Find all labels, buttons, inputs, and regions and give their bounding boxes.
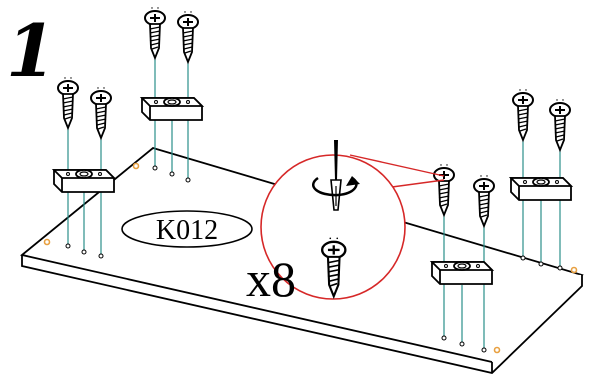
screw-icon — [473, 174, 495, 227]
bracket-block-icon — [431, 261, 493, 285]
guide-hole-marks — [65, 165, 563, 353]
screw-icon — [144, 6, 166, 60]
screw-icon — [549, 98, 571, 151]
screw-icon — [512, 88, 534, 141]
screw-icon — [90, 86, 112, 139]
bracket-block-icon — [141, 97, 203, 121]
screw-icon — [177, 10, 199, 64]
screw-quantity: x8 — [246, 251, 296, 307]
bracket-block-icon — [53, 169, 115, 193]
board-pre-drilled-holes — [43, 162, 578, 354]
step-number: 1 — [6, 8, 56, 93]
detail-callout: x8 — [246, 140, 445, 307]
screw-icon — [57, 76, 79, 129]
rotate-arrow-icon — [312, 176, 360, 197]
screw-icon — [433, 163, 455, 216]
part-code: K012 — [156, 215, 218, 246]
part-label: K012 — [121, 210, 253, 248]
bracket-block-icon — [510, 177, 572, 201]
